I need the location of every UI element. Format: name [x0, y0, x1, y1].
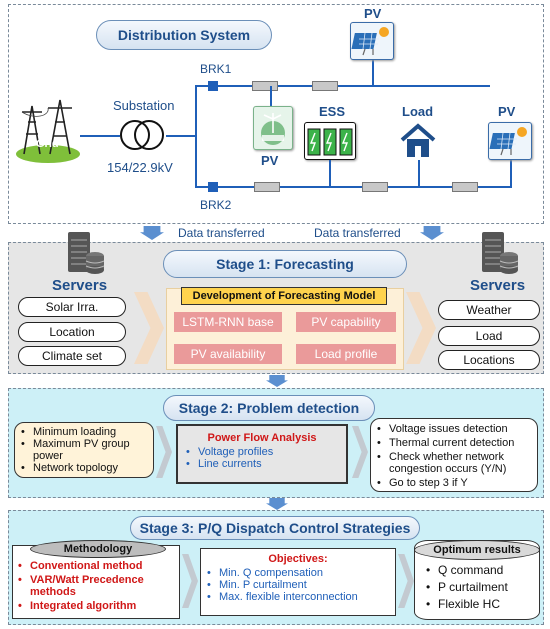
- forecasting-model-title: Development of Forecasting Model: [181, 287, 387, 305]
- optimum-results-list: Q command P curtailment Flexible HC: [426, 562, 508, 613]
- power-flow-box: Power Flow Analysis Voltage profiles Lin…: [176, 424, 348, 484]
- voltage-label: 154/22.9kV: [107, 160, 173, 175]
- stage2-right-item-1: Voltage issues detection: [377, 423, 531, 435]
- pv-mid-drop: [270, 86, 272, 106]
- stage2-right-item-3: Check whether network congestion occurs …: [377, 451, 525, 475]
- objectives-title: Objectives:: [268, 553, 328, 565]
- pv-right-label: PV: [498, 104, 516, 119]
- method-conventional: Conventional method: [18, 560, 166, 572]
- feeder2-line-2: [362, 182, 388, 192]
- data-transferred-right: Data transferred: [314, 226, 401, 240]
- right-input-weather: Weather: [438, 300, 540, 320]
- data-arrow-left: [140, 226, 164, 240]
- brk1-label: BRK1: [200, 62, 232, 76]
- left-input-climate: Climate set: [18, 346, 126, 366]
- grid-tower-icon: [16, 99, 80, 163]
- right-input-load: Load: [438, 326, 540, 346]
- vertical-bus: [195, 85, 197, 188]
- pv-top-panel-icon: [350, 22, 394, 60]
- stage1-title: Stage 1: Forecasting: [163, 250, 407, 278]
- left-input-solar: Solar Irra.: [18, 297, 126, 317]
- stage2-title: Stage 2: Problem detection: [163, 395, 375, 421]
- substation-bus-right: [166, 135, 196, 137]
- brk1-breaker: [208, 81, 218, 91]
- methodology-title: Methodology: [30, 540, 166, 558]
- feeder2-bus: [195, 186, 512, 188]
- grid-line: [80, 135, 120, 137]
- pv-right-drop: [510, 160, 512, 187]
- objective-min-q: Min. Q compensation: [207, 567, 389, 579]
- pv-top-drop: [372, 60, 374, 86]
- stage3-title: Stage 3: P/Q Dispatch Control Strategies: [130, 516, 420, 540]
- load-label: Load: [402, 104, 434, 119]
- servers-right-label: Servers: [470, 277, 526, 294]
- feeder1-line-2: [312, 81, 338, 91]
- method-var-watt: VAR/Watt Precedence methods: [18, 574, 166, 598]
- servers-left-label: Servers: [52, 277, 108, 294]
- stage2-right-item-4: Go to step 3 if Y: [377, 477, 531, 489]
- server-left-icon: [68, 232, 105, 274]
- method-integrated: Integrated algorithm: [18, 600, 166, 612]
- pv-top-label: PV: [364, 6, 382, 21]
- objective-min-p: Min. P curtailment: [207, 579, 389, 591]
- feeder2-line-1: [254, 182, 280, 192]
- stage2-left-item-1: Minimum loading: [21, 426, 147, 438]
- brk2-label: BRK2: [200, 198, 232, 212]
- left-input-location: Location: [18, 322, 126, 342]
- substation-label: Substation: [113, 98, 175, 113]
- power-flow-title: Power Flow Analysis: [207, 432, 317, 444]
- pfa-item-voltage: Voltage profiles: [186, 446, 338, 458]
- stage2-right-box: Voltage issues detection Thermal current…: [370, 418, 538, 492]
- model-pv-availability: PV availability: [174, 344, 282, 364]
- optimum-flexible-hc: Flexible HC: [426, 596, 508, 613]
- data-arrow-right: [420, 226, 444, 240]
- distribution-system-title: Distribution System: [96, 20, 272, 50]
- house-icon: [400, 123, 436, 157]
- pv-right-panel-icon: [488, 122, 532, 160]
- ess-label: ESS: [319, 104, 346, 119]
- load-drop: [418, 160, 420, 187]
- optimum-p-curtailment: P curtailment: [426, 579, 508, 596]
- ess-battery-icon: [304, 122, 356, 160]
- methodology-list: Conventional method VAR/Watt Precedence …: [18, 560, 166, 612]
- feeder2-line-3: [452, 182, 478, 192]
- grid-label: Grid: [36, 138, 59, 150]
- model-lstm: LSTM-RNN base: [174, 312, 282, 332]
- stage2-left-box: Minimum loading Maximum PV group power N…: [14, 422, 154, 478]
- optimum-results-title: Optimum results: [414, 540, 540, 560]
- feeder1-bus: [195, 85, 490, 87]
- transformer-icon: [120, 120, 164, 150]
- server-right-icon: [482, 232, 519, 274]
- brk2-breaker: [208, 182, 218, 192]
- pv-mid-label: PV: [261, 153, 279, 168]
- objectives-box: Objectives: Min. Q compensation Min. P c…: [200, 548, 396, 616]
- stage-arrow-2-3: [266, 498, 288, 510]
- model-pv-capability: PV capability: [296, 312, 396, 332]
- data-transferred-left: Data transferred: [178, 226, 265, 240]
- feeder1-line-1: [252, 81, 278, 91]
- pfa-item-currents: Line currents: [186, 458, 338, 470]
- stage2-left-item-3: Network topology: [21, 462, 147, 474]
- stage2-left-item-2: Maximum PV group power: [21, 438, 133, 462]
- stage2-right-item-2: Thermal current detection: [377, 437, 531, 449]
- objective-max-flex: Max. flexible interconnection: [207, 591, 389, 603]
- optimum-q-command: Q command: [426, 562, 508, 579]
- pv-mid-icon: [253, 106, 293, 150]
- stage-arrow-1-2: [266, 375, 288, 387]
- ess-drop: [329, 160, 331, 187]
- right-input-locations: Locations: [438, 350, 540, 370]
- model-load-profile: Load profile: [296, 344, 396, 364]
